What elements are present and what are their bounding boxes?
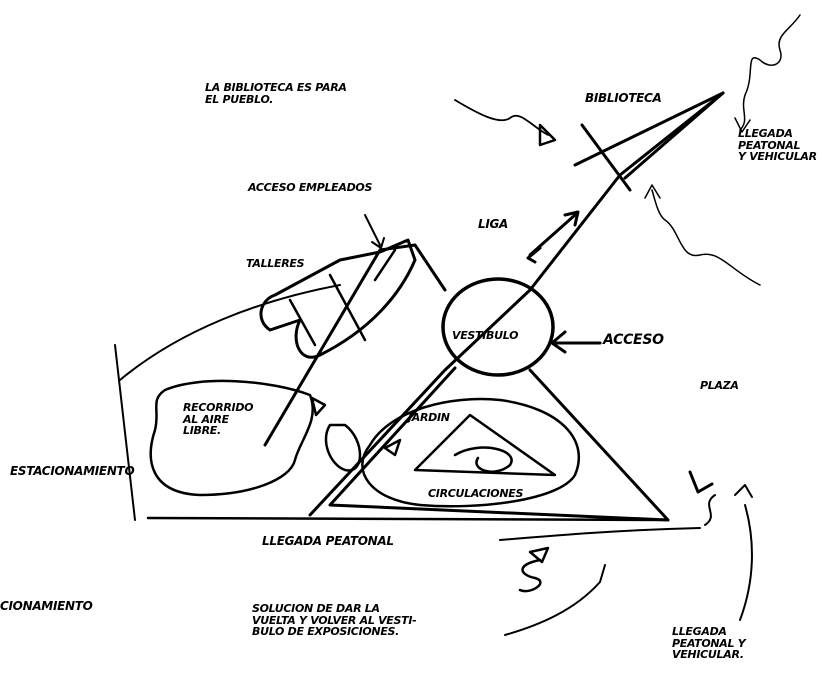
llegada-peatonal-label: LLEGADA PEATONAL bbox=[262, 534, 394, 548]
circulaciones-loop bbox=[361, 397, 581, 508]
arrival-bottom-wave bbox=[704, 494, 716, 526]
acceso-empleados-label: ACCESO EMPLEADOS bbox=[248, 181, 373, 194]
recorrido-arrow bbox=[310, 396, 327, 417]
estacionamiento-label: ESTACIONAMIENTO bbox=[10, 464, 135, 478]
talleres-label: TALLERES bbox=[246, 257, 305, 270]
biblioteca-wedge-edge bbox=[623, 91, 725, 180]
talleres-block bbox=[259, 238, 417, 359]
llegada-top-label: LLEGADA PEATONAL Y VEHICULAR bbox=[738, 127, 817, 164]
arrival-top-squiggle bbox=[739, 14, 801, 131]
inner-curl bbox=[453, 446, 513, 473]
biblioteca-note-label: LA BIBLIOTECA ES PARA EL PUEBLO. bbox=[205, 81, 347, 106]
path-to-jardin bbox=[324, 423, 362, 472]
recorrido-loop bbox=[149, 379, 314, 497]
solucion-squiggle bbox=[518, 558, 542, 593]
arrival-bottom-arrowhead bbox=[734, 484, 753, 498]
talleres-arrow-line bbox=[373, 248, 397, 282]
talleres-axis bbox=[263, 243, 447, 447]
llegada-bottom-label: LLEGADA PEATONAL Y VEHICULAR. bbox=[672, 625, 746, 662]
note-arrow bbox=[454, 99, 549, 136]
bottom-connector bbox=[499, 527, 701, 541]
jardin-label: JARDIN bbox=[408, 411, 450, 424]
jardin-arrow bbox=[383, 438, 402, 457]
talleres-divider-2 bbox=[288, 298, 317, 347]
base-line bbox=[146, 516, 670, 522]
liga-arrowhead-1 bbox=[563, 210, 580, 227]
recorrido-label: RECORRIDO AL AIRE LIBRE. bbox=[183, 401, 254, 438]
biblioteca-wedge bbox=[573, 91, 725, 167]
inner-triangle bbox=[413, 413, 557, 477]
arrival-bottom-line bbox=[739, 504, 753, 621]
note-arrowhead bbox=[538, 123, 557, 147]
main-axis-line bbox=[308, 91, 725, 517]
empleados-arrow bbox=[364, 214, 381, 246]
arrival-right-squiggle bbox=[651, 189, 761, 286]
arrival-right-arrowhead bbox=[644, 184, 661, 199]
solucion-arrow-line bbox=[504, 564, 606, 636]
solucion-arrowhead bbox=[528, 546, 550, 564]
liga-label: LIGA bbox=[478, 217, 509, 231]
site-boundary-left bbox=[114, 344, 136, 521]
plaza-label: PLAZA bbox=[700, 379, 739, 392]
liga-arrowhead-2 bbox=[526, 246, 542, 264]
solucion-label: SOLUCION DE DAR LA VUELTA Y VOLVER AL VE… bbox=[252, 602, 417, 639]
vestibulo-label: VESTIBULO bbox=[452, 329, 519, 342]
vestibulo-circle bbox=[441, 277, 555, 377]
acceso-label: ACCESO bbox=[603, 332, 664, 348]
arrival-top-arrowhead bbox=[734, 117, 751, 133]
arrival-bottom-mark bbox=[688, 470, 714, 494]
biblioteca-label: BIBLIOTECA bbox=[585, 91, 662, 105]
circulaciones-label: CIRCULACIONES bbox=[428, 487, 524, 500]
site-boundary-top bbox=[119, 284, 341, 381]
biblioteca-cross bbox=[580, 123, 632, 192]
acceso-arrowhead bbox=[550, 330, 567, 354]
estacionamiento-cut-label: CIONAMIENTO bbox=[0, 599, 93, 613]
empleados-arrowhead bbox=[371, 237, 385, 249]
jardin-triangle bbox=[328, 366, 670, 522]
